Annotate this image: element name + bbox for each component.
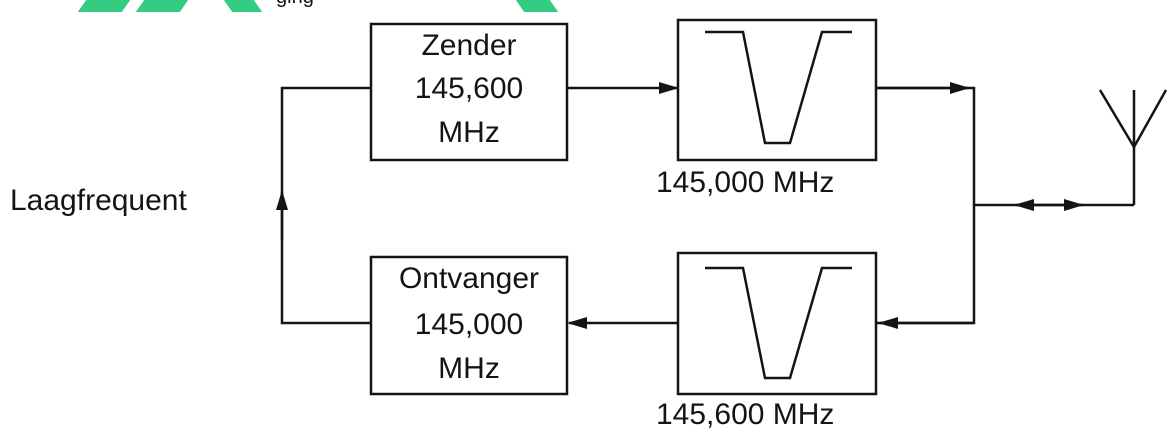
filter-to-junction-line	[876, 86, 976, 325]
transmitter-frequency: 145,600	[414, 72, 524, 105]
receiver-frequency: 145,000	[414, 308, 524, 341]
filter-top-label: 145,000 MHz	[656, 166, 835, 199]
transmitter-unit: MHz	[438, 116, 500, 149]
audio-label: Laagfrequent	[10, 184, 187, 217]
filter-bottom-label: 145,600 MHz	[656, 398, 835, 431]
transmitter-name: Zender	[421, 29, 517, 62]
audio-loop-line	[280, 86, 371, 325]
header-fragment: ging	[276, 0, 314, 16]
notch-filter-icon	[705, 266, 852, 380]
notch-filter-icon	[705, 30, 852, 145]
filter-bottom-block	[676, 251, 878, 396]
antenna-icon	[1098, 89, 1168, 205]
receiver-name: Ontvanger	[398, 262, 540, 295]
filter-top-block	[676, 18, 878, 162]
receiver-unit: MHz	[438, 352, 500, 385]
transmitter-block	[369, 22, 569, 162]
